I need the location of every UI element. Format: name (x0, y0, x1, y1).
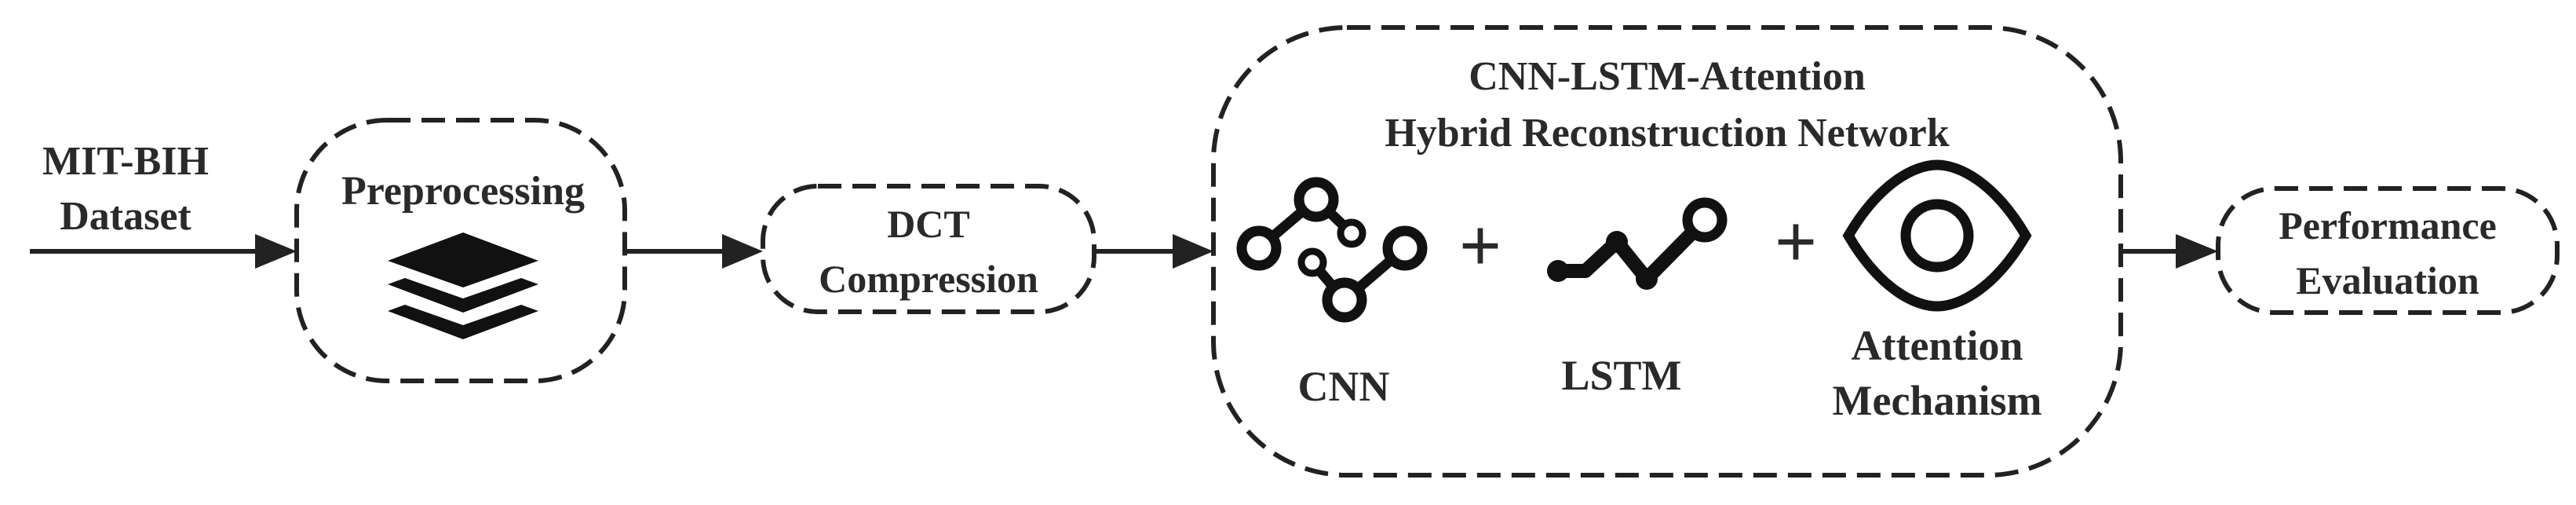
network-nodes-icon (1236, 177, 1428, 323)
arrow-input-to-preprocessing (30, 234, 297, 269)
input-label-line1: MIT-BIH (42, 139, 209, 184)
hybrid-network-box: CNN-LSTM-Attention Hybrid Reconstruction… (1211, 25, 2123, 478)
lstm-label: LSTM (1561, 352, 1681, 399)
dct-compression-box: DCT Compression (761, 184, 1096, 314)
preprocessing-label: Preprocessing (341, 169, 585, 214)
plus-sign-2: + (1775, 199, 1818, 284)
network-title-line1: CNN-LSTM-Attention (1469, 54, 1866, 99)
preprocessing-box: Preprocessing (294, 118, 627, 383)
attention-label-line1: Attention (1852, 322, 2023, 369)
cnn-label: CNN (1298, 363, 1390, 410)
performance-evaluation-box: Performance Evaluation (2216, 186, 2560, 315)
input-label-line2: Dataset (60, 194, 192, 239)
arrow-preprocessing-to-dct (625, 234, 763, 269)
plus-sign-1: + (1459, 203, 1502, 287)
output-label-line2: Evaluation (2296, 258, 2479, 302)
arrow-network-to-evaluation (2121, 234, 2218, 269)
layers-icon (388, 232, 538, 339)
eye-icon (1842, 159, 2032, 312)
input-dataset-label: MIT-BIH Dataset (42, 139, 209, 239)
network-title-line2: Hybrid Reconstruction Network (1385, 111, 1949, 156)
attention-label-line2: Mechanism (1833, 377, 2042, 424)
dct-label-line1: DCT (887, 202, 970, 246)
sequence-line-icon (1547, 197, 1728, 290)
dct-label-line2: Compression (819, 257, 1038, 301)
output-label-line1: Performance (2279, 203, 2497, 247)
arrow-dct-to-network (1094, 234, 1213, 269)
